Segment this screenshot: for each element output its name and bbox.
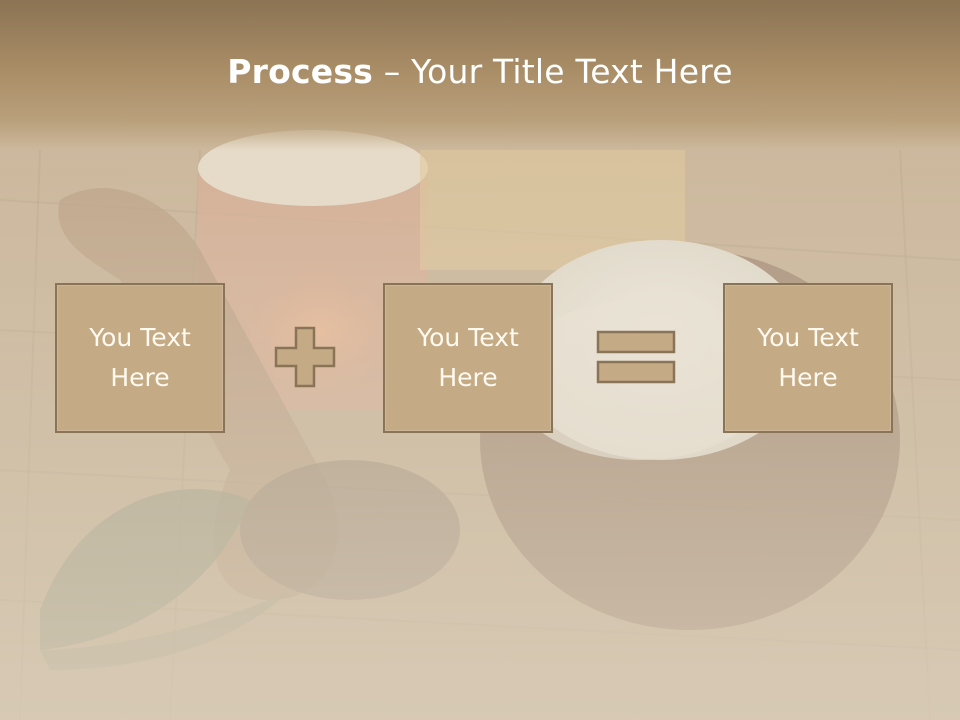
title-rest: – Your Title Text Here (373, 52, 733, 91)
process-box-2-text: You Text Here (417, 323, 519, 392)
title-band (0, 0, 960, 150)
process-box-3: You Text Here (723, 283, 893, 433)
process-box-2: You Text Here (383, 283, 553, 433)
process-box-1: You Text Here (55, 283, 225, 433)
process-box-1-text: You Text Here (89, 323, 191, 392)
equals-icon (596, 330, 676, 384)
process-box-3-text: You Text Here (757, 323, 859, 392)
title-bold: Process (227, 52, 374, 91)
plus-icon (274, 326, 336, 388)
slide-title: Process – Your Title Text Here (0, 52, 960, 91)
